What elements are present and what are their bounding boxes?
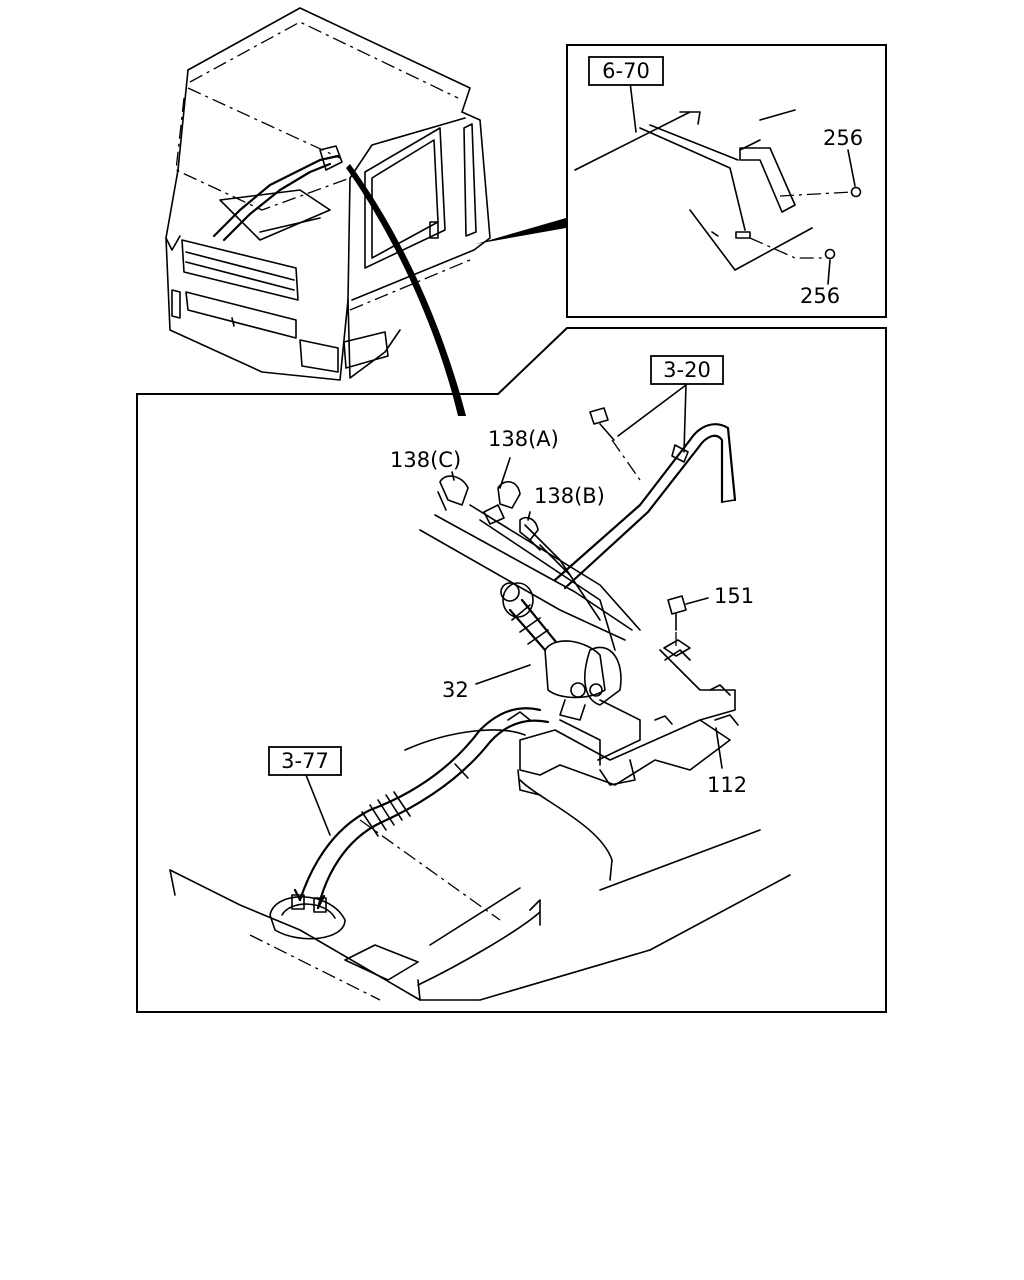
valve-assembly-illustration <box>169 384 791 1001</box>
inset-frame <box>566 44 887 318</box>
part-label-151: 151 <box>714 584 754 608</box>
ref-box-3-77[interactable] <box>268 746 342 776</box>
connector-b-icon <box>519 516 539 541</box>
bolt-icon <box>667 595 687 615</box>
part-label-256-bottom: 256 <box>800 284 840 308</box>
part-label-112: 112 <box>707 773 747 797</box>
part-label-138b: 138(B) <box>534 484 605 508</box>
inset-detail <box>566 44 887 318</box>
part-label-256-top: 256 <box>823 126 863 150</box>
connector-c-icon <box>439 475 469 506</box>
washer-top-icon <box>850 186 862 198</box>
part-label-32: 32 <box>442 678 469 702</box>
truck-cab-illustration <box>165 7 566 416</box>
detail-frame <box>136 327 887 1013</box>
ref-label-6-70[interactable]: 6-70 <box>602 59 650 83</box>
washer-bottom-icon <box>824 248 836 260</box>
ref-label-3-77[interactable]: 3-77 <box>281 749 329 773</box>
ref-box-6-70[interactable] <box>588 56 664 86</box>
part-label-138c: 138(C) <box>390 448 461 472</box>
part-label-138a: 138(A) <box>488 427 559 451</box>
ref-label-3-20[interactable]: 3-20 <box>663 358 711 382</box>
part-number-labels: 256 256 138(A) 138(C) 138(B) 151 32 112 <box>390 126 863 797</box>
reference-boxes: 6-70 3-20 3-77 <box>268 56 724 776</box>
ref-box-3-20[interactable] <box>650 355 724 385</box>
